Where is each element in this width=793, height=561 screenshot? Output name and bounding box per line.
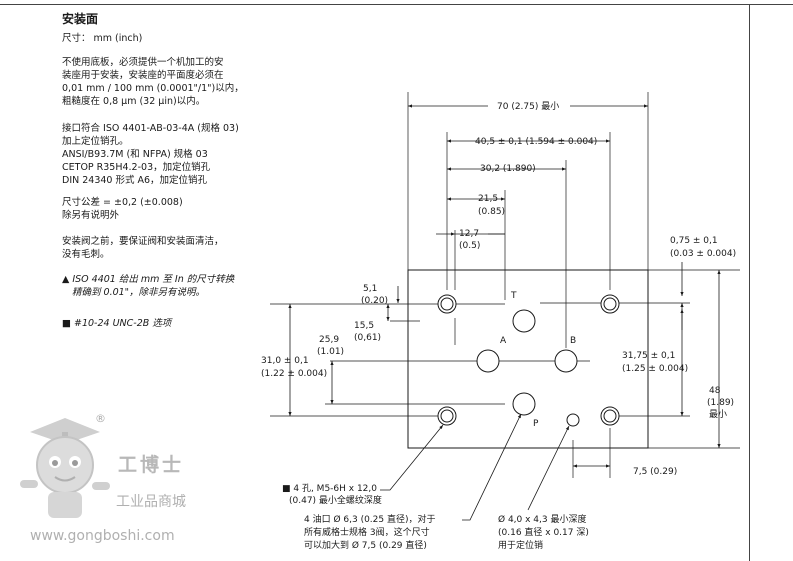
text-line: 0,01 mm / 100 mm (0.0001"/1")以内， <box>62 83 244 94</box>
callout-bolts-1: ■ 4 孔, M5-6H x 12,0 <box>282 483 377 494</box>
callout-oil-3: 可以加大到 Ø 7,5 (0.29 直径) <box>304 539 427 551</box>
callout-oil-2: 所有威格士规格 3阀，这个尺寸 <box>304 526 430 538</box>
dim-70: 70 (2.75) 最小 <box>497 101 559 112</box>
dim-30-2: 30,2 (1.890) <box>480 164 536 174</box>
dim-12-7-in: (0.5) <box>459 241 480 251</box>
text-line: 尺寸公差 = ±0,2 (±0.008) <box>62 197 183 208</box>
dim-12-7: 12,7 <box>459 229 479 239</box>
watermark-url: www.gongboshi.com <box>30 528 175 544</box>
dim-15-5-in: (0,61) <box>354 333 381 343</box>
units-line: 尺寸： mm (inch) <box>62 33 143 44</box>
dim-25-9: 25,9 <box>319 335 339 345</box>
dim-31-0: 31,0 ± 0,1 <box>261 356 309 366</box>
top-rule <box>0 4 793 5</box>
port-p-hole <box>512 392 536 416</box>
callout-oil-1: 4 油口 Ø 6,3 (0.25 直径)，对于 <box>304 513 436 525</box>
dim-15-5: 15,5 <box>354 321 374 331</box>
port-a-hole <box>476 349 500 373</box>
dim-0-75-in: (0.03 ± 0.004) <box>670 249 736 259</box>
locating-pin-hole <box>566 413 580 427</box>
page-title: 安装面 <box>62 12 99 26</box>
dim-31-0-in: (1.22 ± 0.004) <box>261 369 327 379</box>
extension-lines <box>270 92 740 478</box>
dim-31-75: 31,75 ± 0,1 <box>622 351 675 361</box>
text-line: 接口符合 ISO 4401-AB-03-4A (规格 03) <box>62 123 239 134</box>
port-label-a: A <box>500 336 507 346</box>
plate-outline <box>407 269 649 449</box>
callout-pin-2: (0.16 直径 x 0.17 深) <box>498 526 589 538</box>
bolt-hole <box>437 294 457 314</box>
bolt-hole <box>600 294 620 314</box>
dim-5-1: 5,1 <box>363 284 377 294</box>
dim-0-75: 0,75 ± 0,1 <box>670 236 718 246</box>
dim-48-in: (1.89) <box>707 398 734 408</box>
text-line: 安装阀之前，要保证阀和安装面清洁， <box>62 236 224 247</box>
text-line: 除另有说明外 <box>62 210 120 221</box>
text-line: ▲ ISO 4401 给出 mm 至 In 的尺寸转换 <box>62 274 235 285</box>
port-label-b: B <box>570 336 576 346</box>
text-line: CETOP R35H4.2-03，加定位销孔 <box>62 162 211 173</box>
dim-5-1-in: (0.20) <box>361 296 388 306</box>
port-label-p: P <box>533 419 539 429</box>
bolt-holes <box>437 294 620 426</box>
port-b-hole <box>554 349 578 373</box>
text-line: 没有毛刺。 <box>62 249 110 260</box>
dimension-lines <box>288 104 721 468</box>
port-t-hole <box>512 309 536 333</box>
dim-21-5-in: (0.85) <box>478 207 505 217</box>
dim-21-5: 21,5 <box>478 194 498 204</box>
bolt-hole <box>437 406 457 426</box>
callout-pin-1: Ø 4,0 x 4,3 最小深度 <box>498 513 586 525</box>
dim-7-5: 7,5 (0.29) <box>633 467 677 477</box>
text-line: 精确到 0.01"，除非另有说明。 <box>72 287 206 298</box>
watermark-subtitle: 工业品商城 <box>116 494 186 510</box>
text-line: 装座用于安装，安装座的平面度必须在 <box>62 70 224 81</box>
watermark-logo <box>10 410 260 560</box>
dim-31-75-in: (1.25 ± 0.004) <box>622 364 688 374</box>
callout-pin-3: 用于定位销 <box>498 539 543 551</box>
dim-48: 48 <box>709 386 721 396</box>
text-line: 粗糙度在 0,8 µm (32 µin)以内。 <box>62 96 206 107</box>
dim-25-9-in: (1.01) <box>317 347 344 357</box>
text-line: ANSI/B93.7M (和 NFPA) 规格 03 <box>62 149 208 160</box>
text-line: DIN 24340 形式 A6，加定位销孔 <box>62 175 208 186</box>
registered-mark: ® <box>95 412 106 425</box>
note-unc: ■ #10-24 UNC-2B 选项 <box>62 318 172 329</box>
leader-lines <box>380 413 570 521</box>
right-rule <box>749 4 750 561</box>
dim-40-5: 40,5 ± 0,1 (1.594 ± 0.004) <box>475 137 597 147</box>
text-line: 不使用底板，必须提供一个机加工的安 <box>62 57 224 68</box>
mascot-icon <box>20 418 110 518</box>
port-label-t: T <box>510 291 517 301</box>
callout-bolts-2: (0.47) 最小全螺纹深度 <box>289 494 382 506</box>
watermark-name: 工博士 <box>118 454 185 476</box>
oil-ports <box>476 309 578 416</box>
text-line: 加上定位销孔。 <box>62 136 129 147</box>
dim-48-min: 最小 <box>709 409 727 420</box>
bolt-hole <box>600 406 620 426</box>
